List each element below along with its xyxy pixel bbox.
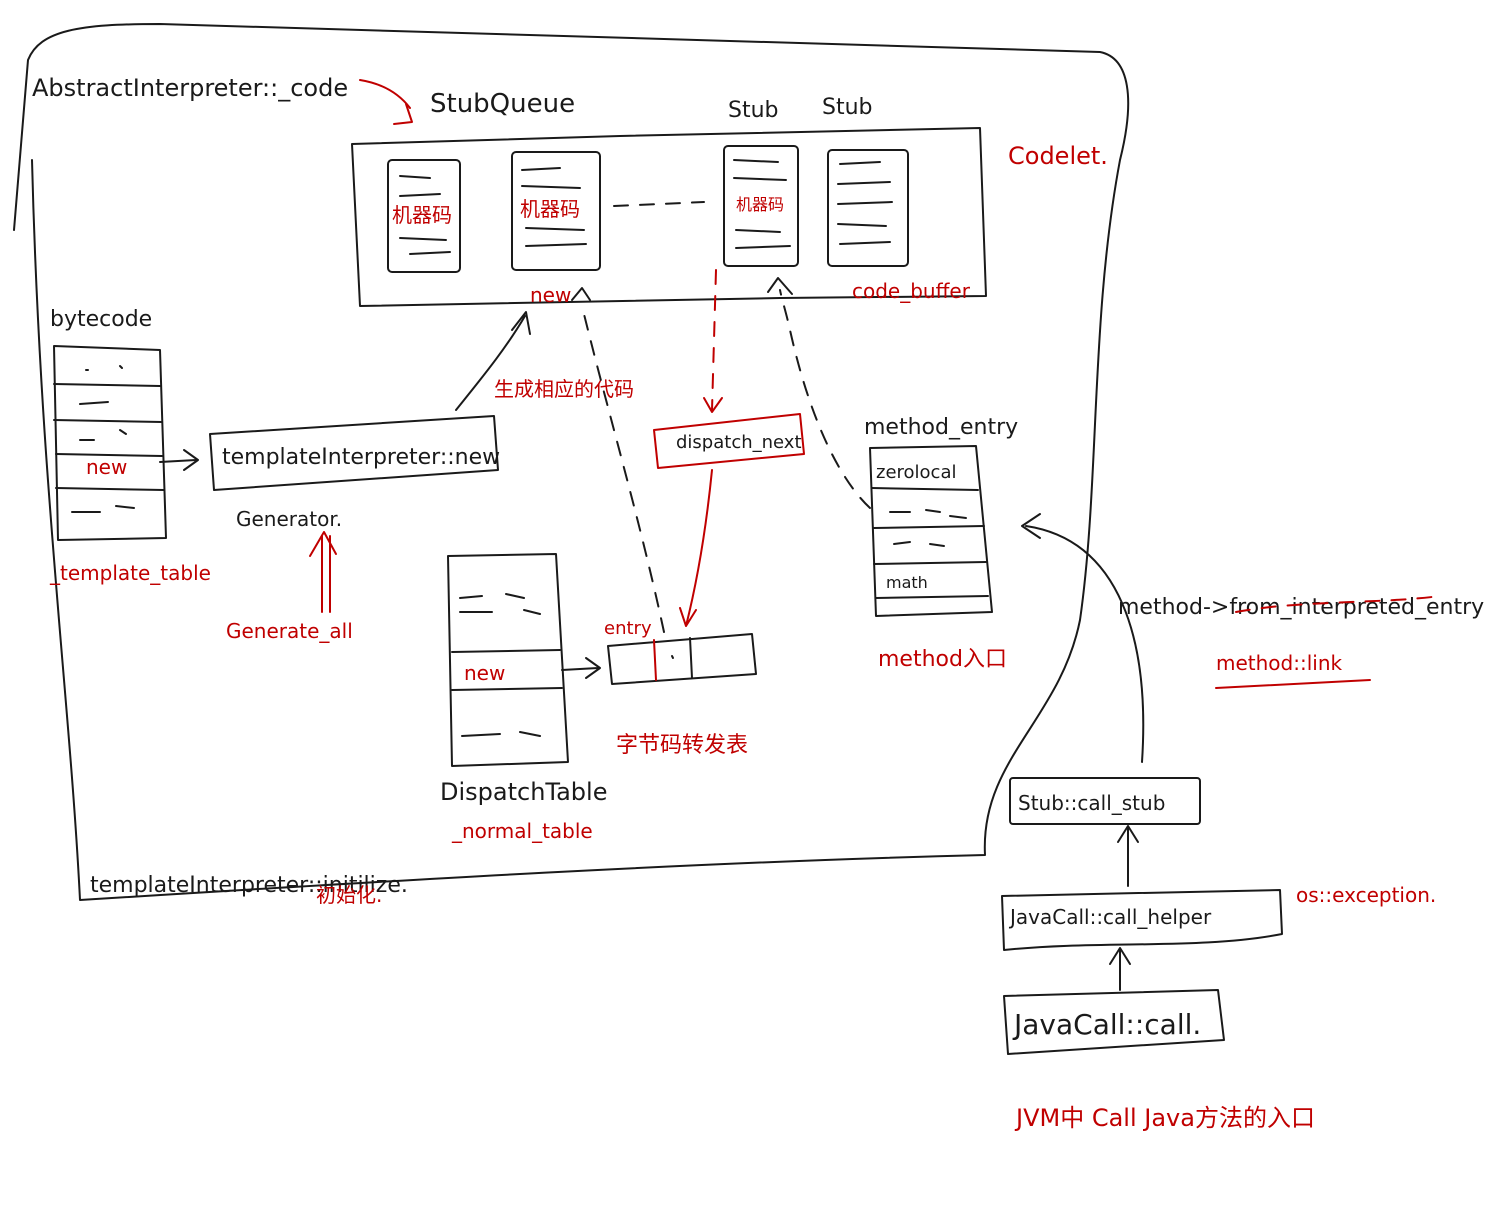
code-arrow-head — [393, 103, 413, 125]
dispatch-next-box — [653, 413, 805, 469]
template-table-label: _template_table — [49, 561, 211, 585]
dispatch-table — [447, 553, 569, 767]
bytecode-to-template-arrow — [159, 449, 199, 471]
template-new-label: templateInterpreter::new — [222, 445, 500, 470]
dispatch-to-entry-arrow — [561, 657, 601, 679]
bytecode-new: new — [86, 455, 127, 479]
code-arrow — [359, 79, 411, 109]
java-call-label: JavaCall::call. — [1012, 1008, 1201, 1041]
method-entry-table — [869, 445, 993, 617]
call-helper-box — [1001, 889, 1283, 951]
codelet-label: Codelet. — [1008, 142, 1108, 170]
stub-queue-label: StubQueue — [430, 89, 575, 119]
java-call-box — [1003, 989, 1225, 1055]
stub-label-2: Stub — [822, 95, 873, 120]
method-entry-to-stub-dashed — [779, 289, 871, 509]
normal-table-label: _normal_table — [451, 819, 593, 843]
bytecode-table — [53, 345, 167, 541]
generate-all-arrow — [309, 531, 337, 613]
stub-scribbles — [399, 159, 893, 255]
entry-array — [607, 633, 757, 685]
bytecode-label: bytecode — [50, 307, 152, 332]
stub-to-dispatch-next-head — [703, 397, 723, 413]
dispatch-table-label: DispatchTable — [440, 778, 607, 806]
entry-to-stub-head — [571, 287, 591, 301]
bytecode-table-cn: 字节码转发表 — [616, 733, 748, 758]
helper-to-stub-arrow — [1117, 825, 1139, 887]
template-to-stub-arrow — [455, 311, 531, 411]
machine-code-3: 机器码 — [736, 195, 784, 214]
call-to-helper-arrow — [1109, 947, 1131, 991]
call-stub-box — [1009, 777, 1201, 825]
code-buffer-label: code_buffer — [852, 279, 971, 303]
stub-label-1: Stub — [728, 98, 779, 123]
math-label: math — [886, 573, 928, 592]
method-entry-to-stub-head — [767, 277, 793, 295]
from-interpreted-label: method->from_interpreted_entry — [1118, 595, 1484, 620]
abstract-code-label: AbstractInterpreter::_code — [32, 74, 348, 102]
template-initialize-label: templateInterpreter::initilize. — [90, 873, 408, 898]
code-buffer-box — [351, 127, 987, 307]
entry-to-stub-dashed — [581, 305, 665, 633]
dispatch-next-to-entry — [679, 469, 713, 627]
call-helper-label: JavaCall::call_helper — [1008, 905, 1212, 929]
os-exception-label: os::exception. — [1296, 883, 1436, 907]
stub-box-1 — [387, 159, 461, 273]
stub-box-3 — [723, 145, 799, 267]
interpreter-frame — [13, 23, 1130, 901]
new-label: new — [530, 283, 571, 307]
dispatch-next-label: dispatch_next — [676, 432, 802, 453]
entry-label: entry — [604, 618, 652, 639]
method-link-underline — [1215, 679, 1371, 689]
generate-all-label: Generate_all — [226, 619, 353, 643]
stub-box-4 — [827, 149, 909, 267]
method-entry-label: method_entry — [864, 415, 1018, 440]
template-new-box — [209, 415, 499, 491]
stub-box-2 — [511, 151, 601, 271]
stub-ellipsis — [613, 201, 705, 207]
call-stub-label: Stub::call_stub — [1018, 791, 1165, 815]
dispatch-new: new — [464, 661, 505, 685]
jvm-note-label: JVM中 Call Java方法的入口 — [1014, 1104, 1315, 1132]
machine-code-2: 机器码 — [520, 197, 580, 221]
method-entrance-label: method入口 — [878, 647, 1007, 672]
generate-code-label: 生成相应的代码 — [494, 377, 634, 401]
stub-to-dispatch-next — [711, 269, 717, 411]
generator-label: Generator. — [236, 507, 342, 531]
init-cn-label: 初始化. — [316, 883, 382, 907]
zerolocal-label: zerolocal — [876, 462, 956, 483]
machine-code-1: 机器码 — [392, 203, 452, 227]
call-stub-to-method-arrow — [1021, 513, 1145, 763]
method-link-label: method::link — [1216, 651, 1343, 675]
from-interpreted-underline — [1235, 595, 1441, 613]
